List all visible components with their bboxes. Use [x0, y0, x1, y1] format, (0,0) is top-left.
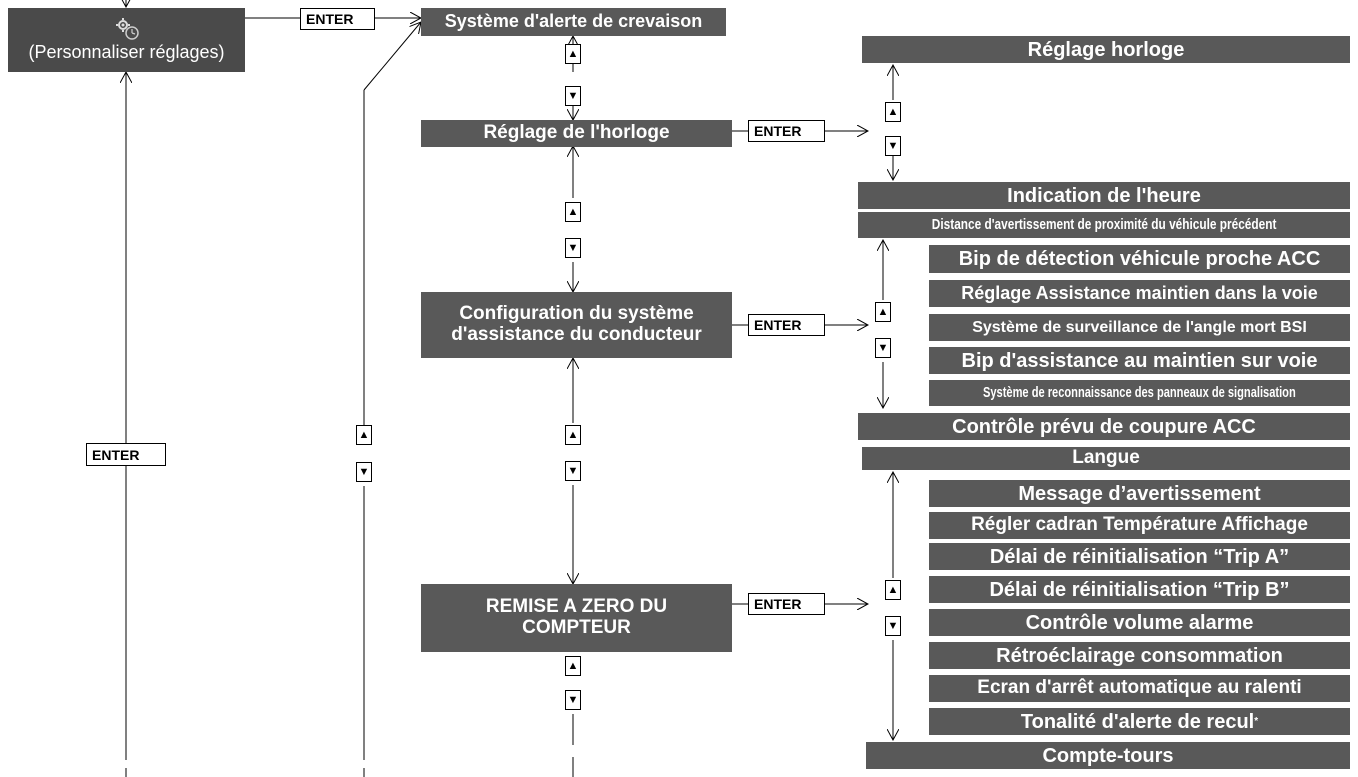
down-arrow-icon[interactable]: ▼ — [875, 338, 891, 358]
assist-item-label: Système de reconnaissance des panneaux d… — [983, 383, 1296, 401]
menu-item-trip-reset[interactable]: REMISE A ZERO DU COMPTEUR — [421, 584, 732, 652]
up-glyph: ▲ — [567, 205, 579, 218]
reset-header-label: Langue — [1072, 447, 1140, 469]
assist-group-header[interactable]: Distance d'avertissement de proximité du… — [858, 212, 1350, 238]
root-personalize-settings[interactable]: (Personnaliser réglages) — [8, 8, 245, 72]
reset-item[interactable]: Régler cadran Température Affichage — [929, 512, 1350, 539]
menu-item-driver-assist[interactable]: Configuration du système d'assistance du… — [421, 292, 732, 358]
up-glyph: ▲ — [877, 305, 889, 318]
reset-group-footer[interactable]: Compte-tours — [866, 742, 1350, 769]
down-arrow-icon[interactable]: ▼ — [565, 461, 581, 481]
root-label: (Personnaliser réglages) — [28, 42, 225, 63]
enter-label: ENTER — [754, 123, 802, 139]
down-arrow-icon[interactable]: ▼ — [885, 616, 901, 636]
clock-group-header[interactable]: Réglage horloge — [862, 36, 1350, 63]
enter-label: ENTER — [754, 596, 802, 612]
assist-group-footer[interactable]: Contrôle prévu de coupure ACC — [858, 413, 1350, 440]
down-glyph: ▼ — [567, 693, 579, 706]
footnote-mark: * — [1254, 716, 1259, 727]
reset-item-label: Contrôle volume alarme — [1025, 611, 1254, 634]
down-glyph: ▼ — [887, 139, 899, 152]
menu-item-label-line2: d'assistance du conducteur — [451, 324, 702, 345]
menu-item-label-line1: Configuration du système — [459, 303, 694, 325]
enter-clock[interactable]: ENTER — [748, 120, 825, 142]
up-glyph: ▲ — [887, 105, 899, 118]
down-arrow-icon[interactable]: ▼ — [885, 136, 901, 156]
up-arrow-icon[interactable]: ▲ — [885, 580, 901, 600]
assist-item[interactable]: Bip de détection véhicule proche ACC — [929, 245, 1350, 273]
enter-assist[interactable]: ENTER — [748, 314, 825, 336]
reset-item[interactable]: Contrôle volume alarme — [929, 609, 1350, 636]
down-arrow-icon[interactable]: ▼ — [565, 238, 581, 258]
assist-item-label: Réglage Assistance maintien dans la voie — [961, 282, 1318, 303]
up-arrow-icon[interactable]: ▲ — [565, 44, 581, 64]
enter-reset[interactable]: ENTER — [748, 593, 825, 615]
assist-item[interactable]: Réglage Assistance maintien dans la voie — [929, 280, 1350, 307]
down-glyph: ▼ — [567, 464, 579, 477]
reset-item-label: Ecran d'arrêt automatique au ralenti — [977, 677, 1302, 699]
enter-label: ENTER — [92, 446, 140, 463]
down-glyph: ▼ — [567, 241, 579, 254]
up-arrow-icon[interactable]: ▲ — [565, 656, 581, 676]
menu-item-label: Réglage de l'horloge — [483, 122, 670, 144]
reset-item[interactable]: Ecran d'arrêt automatique au ralenti — [929, 675, 1350, 702]
assist-footer-label: Contrôle prévu de coupure ACC — [952, 415, 1256, 438]
down-glyph: ▼ — [887, 619, 899, 632]
assist-item[interactable]: Système de reconnaissance des panneaux d… — [929, 380, 1350, 406]
assist-header-label: Distance d'avertissement de proximité du… — [931, 215, 1277, 233]
up-glyph: ▲ — [567, 659, 579, 672]
reset-item-label: Régler cadran Température Affichage — [971, 514, 1308, 536]
assist-item[interactable]: Bip d'assistance au maintien sur voie — [929, 347, 1350, 374]
reset-item[interactable]: Tonalité d'alerte de recul* — [929, 708, 1350, 735]
enter-label: ENTER — [754, 317, 802, 333]
assist-item-label: Système de surveillance de l'angle mort … — [972, 318, 1307, 336]
clock-group-footer[interactable]: Indication de l'heure — [858, 182, 1350, 209]
reset-item[interactable]: Délai de réinitialisation “Trip A” — [929, 543, 1350, 570]
down-glyph: ▼ — [358, 465, 370, 478]
reset-item-label: Délai de réinitialisation “Trip A” — [989, 545, 1290, 568]
enter-root[interactable]: ENTER — [86, 443, 166, 466]
reset-item[interactable]: Délai de réinitialisation “Trip B” — [929, 576, 1350, 603]
reset-footer-label: Compte-tours — [1042, 744, 1174, 767]
assist-item-label: Bip d'assistance au maintien sur voie — [961, 349, 1318, 372]
down-arrow-icon[interactable]: ▼ — [565, 86, 581, 106]
menu-item-label-line1: REMISE A ZERO DU — [485, 596, 668, 618]
assist-item-label: Bip de détection véhicule proche ACC — [958, 248, 1321, 270]
up-arrow-icon[interactable]: ▲ — [875, 302, 891, 322]
down-glyph: ▼ — [567, 89, 579, 102]
enter-label: ENTER — [306, 11, 354, 27]
assist-item[interactable]: Système de surveillance de l'angle mort … — [929, 314, 1350, 341]
clock-header-label: Réglage horloge — [1027, 38, 1185, 61]
down-arrow-icon[interactable]: ▼ — [565, 690, 581, 710]
reset-item-label: Message d’avertissement — [1018, 482, 1261, 505]
menu-item-label: Système d'alerte de crevaison — [444, 11, 703, 32]
reset-item-label: Tonalité d'alerte de recul — [1020, 710, 1255, 733]
up-arrow-icon[interactable]: ▲ — [565, 425, 581, 445]
enter-root-to-tire[interactable]: ENTER — [300, 8, 375, 30]
up-glyph: ▲ — [567, 47, 579, 60]
clock-footer-label: Indication de l'heure — [1007, 184, 1201, 207]
menu-item-label-line2: COMPTEUR — [522, 617, 631, 638]
up-arrow-icon[interactable]: ▲ — [565, 202, 581, 222]
up-arrow-icon[interactable]: ▲ — [885, 102, 901, 122]
menu-item-tire-alert[interactable]: Système d'alerte de crevaison — [421, 8, 726, 36]
reset-item[interactable]: Message d’avertissement — [929, 480, 1350, 507]
up-glyph: ▲ — [887, 583, 899, 596]
reset-item[interactable]: Rétroéclairage consommation — [929, 642, 1350, 669]
up-arrow-icon[interactable]: ▲ — [356, 425, 372, 445]
up-glyph: ▲ — [567, 428, 579, 441]
down-arrow-icon[interactable]: ▼ — [356, 462, 372, 482]
down-glyph: ▼ — [877, 341, 889, 354]
reset-item-label: Délai de réinitialisation “Trip B” — [989, 578, 1290, 601]
reset-group-header[interactable]: Langue — [862, 447, 1350, 470]
settings-clock-icon — [115, 18, 139, 40]
up-glyph: ▲ — [358, 428, 370, 441]
reset-item-label: Rétroéclairage consommation — [996, 644, 1283, 667]
menu-item-clock-setting[interactable]: Réglage de l'horloge — [421, 120, 732, 147]
